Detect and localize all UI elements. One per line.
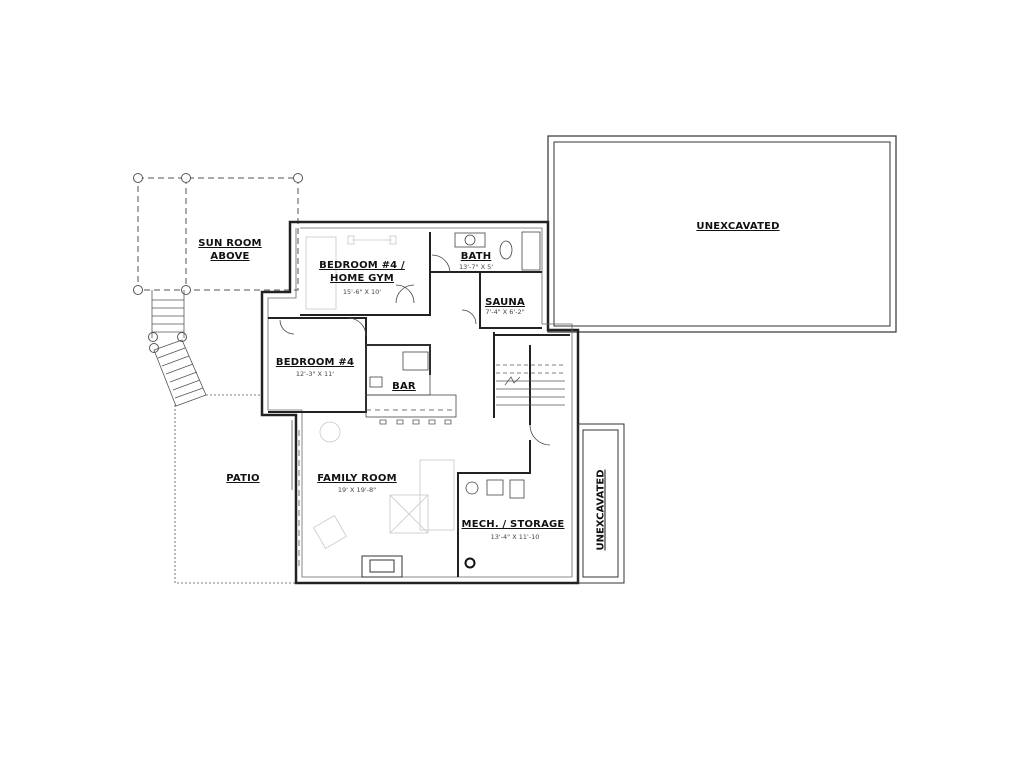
fireplace [361,555,403,578]
sun-room-label: SUN ROOM ABOVE [198,237,261,263]
bedroom-gym-label-line1: BEDROOM #4 / [319,260,405,271]
bath-dimensions: 13'-7" X 5' [458,263,494,271]
bedroom4-label: BEDROOM #4 [275,357,355,368]
unexcavated-side-label: UNEXCAVATED [595,469,607,551]
column-markers [133,173,303,353]
bedroom-gym-dimensions: 15'-6" X 10' [342,288,382,296]
interior-stair [496,364,565,406]
bar-label: BAR [392,381,416,392]
patio-label: PATIO [226,473,260,484]
gym-equipment [305,235,397,310]
bar-counter [365,344,457,425]
unexcavated-side-area [577,423,625,584]
family-room-furniture [313,421,455,549]
mech-storage-label: MECH. / STORAGE [461,519,565,530]
west-windows [291,420,300,570]
sun-room-outline [137,177,299,291]
exterior-stair [151,290,207,407]
unexcavated-top-area [547,135,897,333]
sauna-dimensions: 7'-4" X 6'-2" [485,308,525,316]
exterior-walls [260,220,580,585]
bedroom4-dimensions: 12'-3" X 11' [295,370,335,378]
bedroom-gym-label-line2: HOME GYM [330,273,394,284]
sauna-label: SAUNA [485,297,525,308]
bath-label: BATH [460,251,492,262]
sun-room-label-line1: SUN ROOM [198,238,262,249]
family-room-label: FAMILY ROOM [317,473,397,484]
exterior-walls-inner [267,227,573,578]
floor-drain [464,557,476,569]
bedroom-gym-label: BEDROOM #4 / HOME GYM [319,259,405,285]
unexcavated-top-label: UNEXCAVATED [696,221,780,232]
door-swings [279,254,551,446]
family-room-dimensions: 19' X 19'-8" [337,486,377,494]
patio-outline [174,394,298,584]
sun-room-label-line2: ABOVE [210,251,250,262]
mech-equipment [465,479,525,499]
mech-storage-dimensions: 13'-4" X 11'-10 [490,533,540,541]
bath-fixtures [454,231,541,271]
